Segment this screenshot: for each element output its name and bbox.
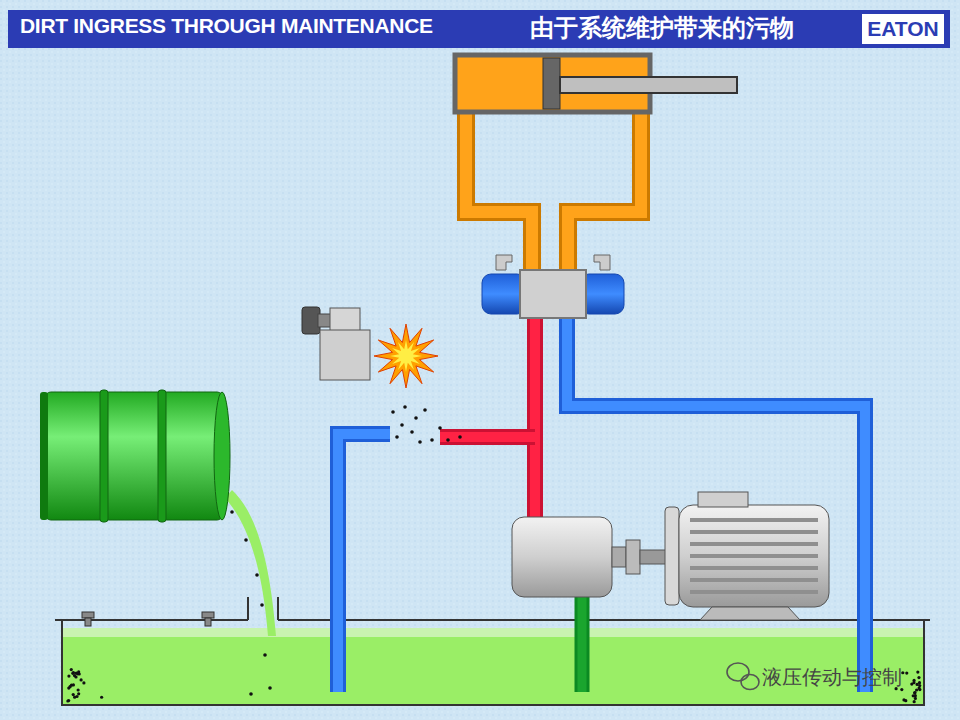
pipework xyxy=(338,112,865,692)
dirt-dot xyxy=(418,440,422,444)
dirt-dot xyxy=(910,683,913,686)
dirt-dot xyxy=(414,416,418,420)
watermark: 液压传动与控制 xyxy=(762,664,902,691)
dirt-dot xyxy=(915,688,918,691)
cylinder xyxy=(455,55,737,112)
watermark-icon xyxy=(727,663,759,690)
dirt-dot xyxy=(70,668,73,671)
dirt-dot xyxy=(66,699,69,702)
slide-title: DIRT INGRESS THROUGH MAINTENANCE xyxy=(20,14,433,38)
motor-fin xyxy=(690,542,818,546)
dirt-dot xyxy=(230,510,234,514)
pump-motor xyxy=(512,492,829,620)
dirt-dot xyxy=(68,685,71,688)
dirt-dot xyxy=(77,692,80,695)
dirt-dot xyxy=(410,430,414,434)
dirt-dot xyxy=(255,573,259,577)
dirt-dot xyxy=(905,672,908,675)
dirt-dot xyxy=(914,697,917,700)
logo-box xyxy=(862,14,944,44)
dirt-particles xyxy=(391,405,462,444)
dirt-dot xyxy=(82,681,85,684)
dirt-dot xyxy=(918,684,921,687)
motor-fin xyxy=(690,578,818,582)
dirt-dot xyxy=(67,675,70,678)
dirt-dot xyxy=(72,671,75,674)
dirt-dot xyxy=(263,653,267,657)
motor-fin xyxy=(690,518,818,522)
chinese-title: 由于系统维护带来的污物 xyxy=(530,12,794,44)
dirt-dot xyxy=(423,408,427,412)
dirt-dot xyxy=(400,423,404,427)
dirt-dot xyxy=(913,691,916,694)
dirt-dot xyxy=(446,438,450,442)
motor-fin xyxy=(690,554,818,558)
dirt-dot xyxy=(902,698,905,701)
dirt-dot xyxy=(917,676,920,679)
header-bar xyxy=(8,10,950,48)
dirt-particles xyxy=(230,510,272,696)
dirt-dot xyxy=(438,426,442,430)
dirt-dot xyxy=(100,696,103,699)
spark xyxy=(374,324,438,388)
spark-star xyxy=(374,324,438,388)
dirt-dot xyxy=(77,688,80,691)
dirt-dot xyxy=(395,435,399,439)
spark-core xyxy=(390,340,422,372)
dirt-dot xyxy=(244,538,248,542)
oil-drum xyxy=(40,390,276,636)
dirt-dot xyxy=(268,686,272,690)
motor-fin xyxy=(690,566,818,570)
dirt-dot xyxy=(73,696,76,699)
dirt-dot xyxy=(74,675,77,678)
removed-solenoid xyxy=(302,307,370,380)
dirt-dot xyxy=(913,700,916,703)
directional-valve xyxy=(482,255,624,318)
dirt-dot xyxy=(430,438,434,442)
dirt-dot xyxy=(72,683,75,686)
dirt-dot xyxy=(67,699,70,702)
dirt-dot xyxy=(80,678,83,681)
motor-fin xyxy=(690,530,818,534)
brand-logo: EATON xyxy=(867,17,939,41)
dirt-dot xyxy=(260,603,264,607)
motor-fin xyxy=(690,590,818,594)
reservoir xyxy=(55,597,930,705)
dirt-dot xyxy=(458,435,462,439)
dirt-dot xyxy=(403,405,407,409)
dirt-dot xyxy=(391,410,395,414)
dirt-dot xyxy=(249,692,253,696)
dirt-dot xyxy=(916,670,919,673)
